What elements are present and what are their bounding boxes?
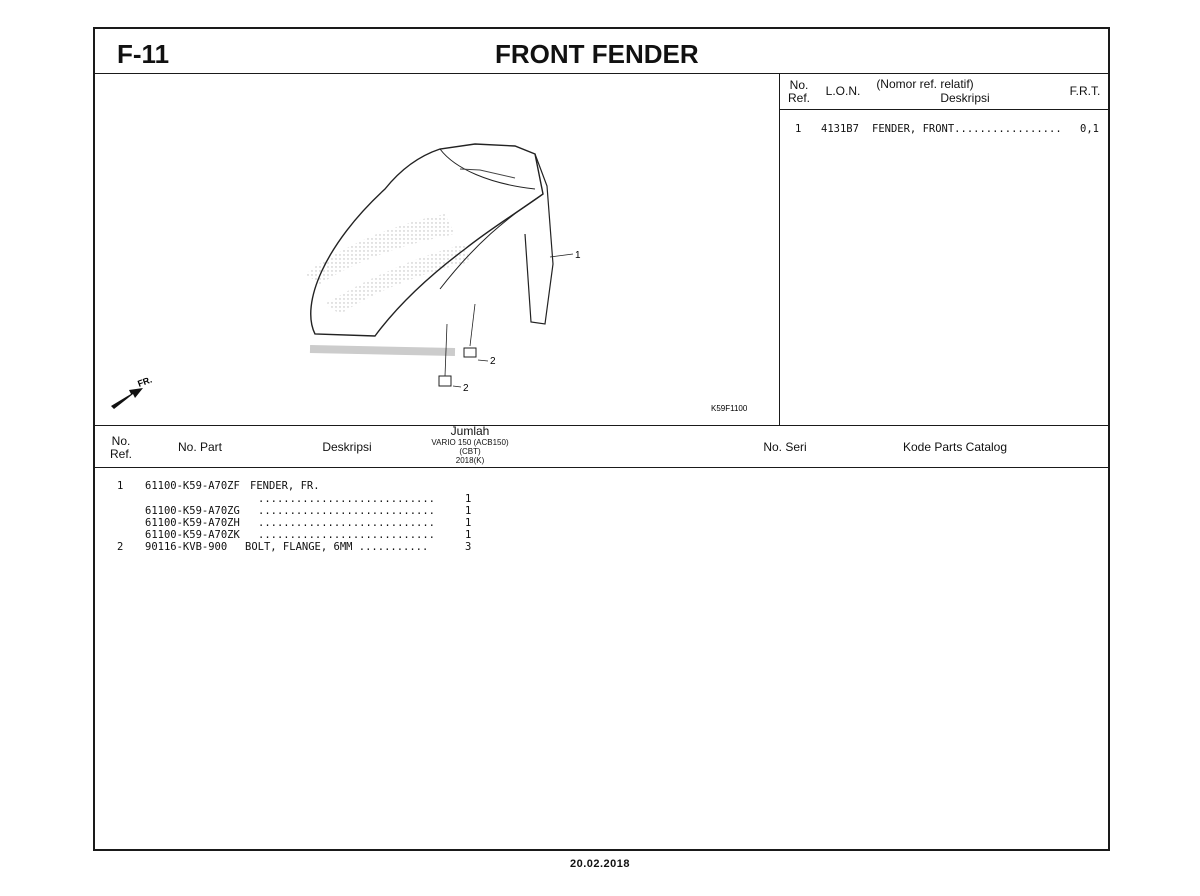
parts-col-no: No.Ref. <box>109 434 132 461</box>
parts-row-qty: 1 <box>465 505 472 517</box>
parts-header-divider <box>95 467 1108 468</box>
ref-col-nomor: (Nomor ref. relatif) <box>876 77 974 91</box>
ref-header-divider <box>779 109 1108 110</box>
ref-col-no: No.Ref. <box>787 78 810 105</box>
fender-outline <box>310 143 544 337</box>
honda-wing-watermark <box>305 214 455 284</box>
ref-row-lon: 4131B7 <box>821 123 859 135</box>
ref-row-frt: 0,1 <box>1080 123 1099 135</box>
parts-row-qty: 1 <box>465 529 472 541</box>
bolt-upper <box>463 347 477 358</box>
parts-row-ref: 1 <box>117 480 124 492</box>
fender-illustration: 1 2 2 FR. K59F1100 <box>111 143 748 413</box>
front-direction-arrow-icon <box>111 388 143 409</box>
parts-col-deskripsi: Deskripsi <box>322 440 372 454</box>
parts-row-desc: FENDER, FR. <box>250 480 320 492</box>
parts-row-desc: ............................ <box>258 493 436 505</box>
parts-row-number: 61100-K59-A70ZK <box>145 529 240 541</box>
parts-row-number: 90116-KVB-900 <box>145 541 228 553</box>
ref-col-lon: L.O.N. <box>825 84 861 98</box>
ref-col-frt: F.R.T. <box>1069 84 1101 98</box>
footer-date: 20.02.2018 <box>569 858 631 870</box>
diagram-divider <box>779 73 780 425</box>
section-code: F-11 <box>117 39 170 69</box>
parts-row-ref: 2 <box>117 541 124 553</box>
header-divider <box>95 73 1108 74</box>
parts-col-no-seri: No. Seri <box>763 440 807 454</box>
parts-row-qty: 1 <box>465 493 472 505</box>
parts-row-desc: BOLT, FLANGE, 6MM ........... <box>245 541 429 553</box>
callout-1: 1 <box>575 250 581 261</box>
ref-row-desc: FENDER, FRONT................. <box>872 123 1062 135</box>
ref-col-deskripsi: Deskripsi <box>940 91 990 105</box>
diagram-bottom-divider <box>95 425 1108 426</box>
parts-row-desc: ............................ <box>258 517 436 529</box>
parts-col-no-part: No. Part <box>177 440 222 454</box>
catalog-page-frame: F-11 FRONT FENDER No.Ref. L.O.N. (Nomor … <box>93 27 1110 851</box>
page-title: FRONT FENDER <box>495 39 699 69</box>
parts-col-jumlah: Jumlah <box>450 424 490 438</box>
parts-col-kode-parts-catalog: Kode Parts Catalog <box>902 440 1008 454</box>
parts-col-model: VARIO 150 (ACB150)(CBT)2018(K) <box>431 438 509 465</box>
callout-2-upper: 2 <box>490 356 496 367</box>
fr-label: FR. <box>136 375 153 389</box>
callout-2-lower: 2 <box>463 383 469 394</box>
bolt-lower <box>438 375 452 387</box>
parts-row-qty: 1 <box>465 517 472 529</box>
parts-row-desc: ............................ <box>258 529 436 541</box>
parts-row-qty: 3 <box>465 541 472 553</box>
parts-row-number: 61100-K59-A70ZF <box>145 480 240 492</box>
diagram-ref-code: K59F1100 <box>711 404 748 413</box>
parts-row-desc: ............................ <box>258 505 436 517</box>
parts-row-number: 61100-K59-A70ZH <box>145 517 240 529</box>
parts-row-number: 61100-K59-A70ZG <box>145 505 240 517</box>
ref-row-no: 1 <box>795 123 802 135</box>
